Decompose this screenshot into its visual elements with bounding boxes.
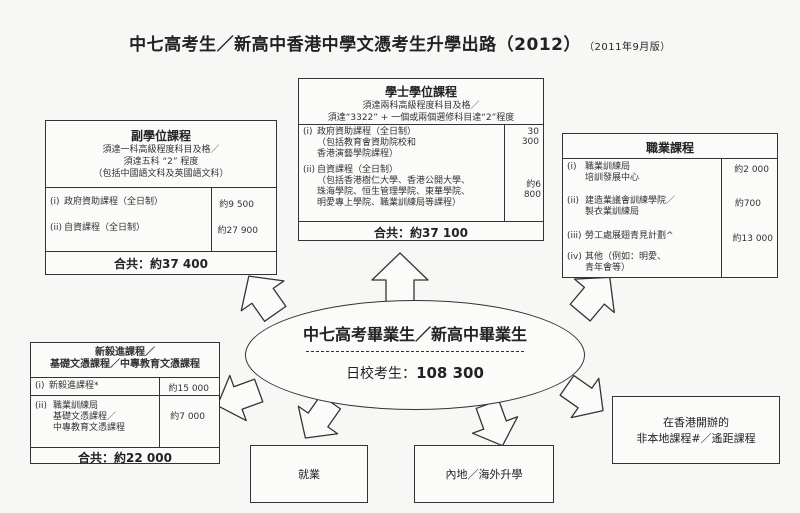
item-number: (i): [303, 127, 313, 137]
item-value: 約2 000: [734, 165, 769, 175]
degree-title: 學士學位課程: [384, 85, 457, 99]
arrow-right-icon: [559, 374, 604, 419]
degree-total: 合共：約37 100: [374, 226, 468, 240]
graduates-ellipse: 中七高考畢業生／新高中畢業生 日校考生：108 300: [245, 300, 585, 410]
arrow-up-icon: [371, 252, 429, 303]
item-line: （包括教育會資助院校和: [317, 138, 417, 148]
item-line: 青年會等）: [585, 263, 631, 273]
divider: [31, 377, 219, 378]
degree-requirement-2: 須達“3322” + 一個或兩個選修科目達“2”程度: [327, 113, 515, 123]
item-number: (ii): [35, 401, 48, 411]
degree-requirement-1: 須達兩科高級程度科目及格／: [362, 101, 480, 111]
divider: [46, 187, 276, 188]
item-number: (iii): [567, 231, 582, 241]
item-line: 中專教育文憑課程: [53, 423, 126, 433]
divider: [31, 395, 219, 396]
item-number: (iv): [567, 252, 582, 262]
item-line: 香港演藝學院課程）: [317, 149, 399, 159]
subdegree-total: 合共：約37 400: [114, 257, 208, 271]
item-line: 製衣業訓練局: [585, 207, 640, 217]
item-line: 明愛專上學院、職業訓練局等課程）: [317, 198, 462, 208]
graduates-count: 日校考生：108 300: [246, 363, 584, 383]
mainland-overseas-box: 內地／海外升學: [414, 445, 554, 503]
item-line: 職業訓練局: [53, 401, 99, 411]
item-value: 約7 000: [170, 412, 205, 422]
vocational-title: 職業課程: [645, 141, 694, 155]
item-text: 政府資助課程（全日制）: [64, 197, 164, 207]
item-value: 約9 500: [219, 200, 254, 210]
divider: [504, 124, 505, 221]
foundation-title-2: 基礎文憑課程／中專教育文憑課程: [50, 359, 200, 370]
item-line: 珠海學院、恒生管理學院、東華學院、: [317, 187, 471, 197]
item-value: 約6 800: [523, 180, 541, 200]
mainland-overseas-label: 內地／海外升學: [445, 468, 523, 481]
page-title: 中七高考生／新高中香港中學文憑考生升學出路（2012） （2011年9月版）: [0, 30, 800, 55]
arrow-upright-icon: [569, 276, 615, 322]
divider: [31, 447, 219, 448]
foundation-title-1: 新毅進課程／: [95, 347, 155, 358]
edition-label: （2011年9月版）: [589, 42, 671, 53]
nonlocal-line-2: 非本地課程#／遙距課程: [636, 432, 756, 445]
count-value: 108 300: [416, 364, 484, 382]
employment-label: 就業: [298, 468, 320, 481]
item-value: 約700: [734, 199, 761, 209]
item-value: 30 300: [521, 127, 539, 147]
item-line: 自資課程（全日制）: [317, 165, 399, 175]
nonlocal-line-1: 在香港開辦的: [663, 416, 729, 429]
item-value: 約15 000: [168, 384, 210, 394]
dashed-divider: [306, 351, 524, 352]
item-line: 新毅進課程*: [49, 381, 99, 391]
foundation-header: 新毅進課程／ 基礎文憑課程／中專教育文憑課程: [31, 347, 219, 371]
divider: [299, 124, 543, 125]
item-number: (ii): [303, 165, 316, 175]
count-label: 日校考生：: [346, 366, 417, 382]
item-line: 培訓發展中心: [585, 173, 640, 183]
item-number: (i): [35, 381, 45, 391]
nonlocal-box: 在香港開辦的 非本地課程#／遙距課程: [612, 396, 780, 464]
vocational-header: 職業課程: [563, 139, 777, 156]
arrow-left-icon: [216, 374, 264, 422]
item-line: 勞工處展翅青見計劃^: [585, 231, 674, 241]
item-number: (ii): [567, 196, 580, 206]
divider: [46, 251, 276, 252]
divider: [563, 158, 777, 159]
arrow-upleft-icon: [240, 275, 287, 322]
foundation-total: 合共：約22 000: [78, 451, 172, 465]
subdegree-box: 副學位課程 須達一科高級程度科目及格／ 須達五科 “2” 程度 （包括中國語文科…: [45, 120, 277, 275]
item-line: 職業訓練局: [585, 162, 631, 172]
item-number: (i): [567, 162, 577, 172]
item-number: (i): [50, 197, 60, 207]
item-number: (ii): [50, 223, 63, 233]
item-line: 基礎文憑課程／: [53, 412, 117, 422]
subdegree-requirement-3: （包括中國語文科及英國語文科）: [93, 169, 229, 179]
item-line: 政府資助課程（全日制）: [317, 127, 417, 137]
graduates-title: 中七高考畢業生／新高中畢業生: [302, 325, 527, 344]
employment-box: 就業: [250, 445, 368, 503]
subdegree-header: 副學位課程 須達一科高級程度科目及格／ 須達五科 “2” 程度 （包括中國語文科…: [46, 127, 276, 180]
divider: [299, 221, 543, 222]
item-line: 建造業議會訓練學院／: [585, 196, 676, 206]
degree-header: 學士學位課程 須達兩科高級程度科目及格／ 須達“3322” + 一個或兩個選修科…: [299, 83, 543, 124]
item-line: 其他（例如：明愛、: [585, 252, 667, 262]
item-text: 自資課程（全日制）: [64, 223, 146, 233]
degree-box: 學士學位課程 須達兩科高級程度科目及格／ 須達“3322” + 一個或兩個選修科…: [298, 78, 544, 241]
subdegree-requirement-1: 須達一科高級程度科目及格／: [102, 145, 220, 155]
divider: [721, 158, 722, 278]
item-value: 約13 000: [732, 234, 774, 244]
divider: [211, 187, 212, 251]
subdegree-title: 副學位課程: [130, 129, 191, 143]
title-text: 中七高考生／新高中香港中學文憑考生升學出路（2012）: [129, 35, 581, 55]
divider: [159, 377, 160, 447]
foundation-box: 新毅進課程／ 基礎文憑課程／中專教育文憑課程 (i) 新毅進課程* 約15 00…: [30, 342, 220, 465]
subdegree-requirement-2: 須達五科 “2” 程度: [123, 157, 199, 167]
vocational-box: 職業課程 (i) 職業訓練局 培訓發展中心 約2 000 (ii) 建造業議會訓…: [562, 133, 778, 278]
item-line: （包括香港樹仁大學、香港公開大學、: [317, 176, 471, 186]
item-value: 約27 900: [217, 226, 259, 236]
